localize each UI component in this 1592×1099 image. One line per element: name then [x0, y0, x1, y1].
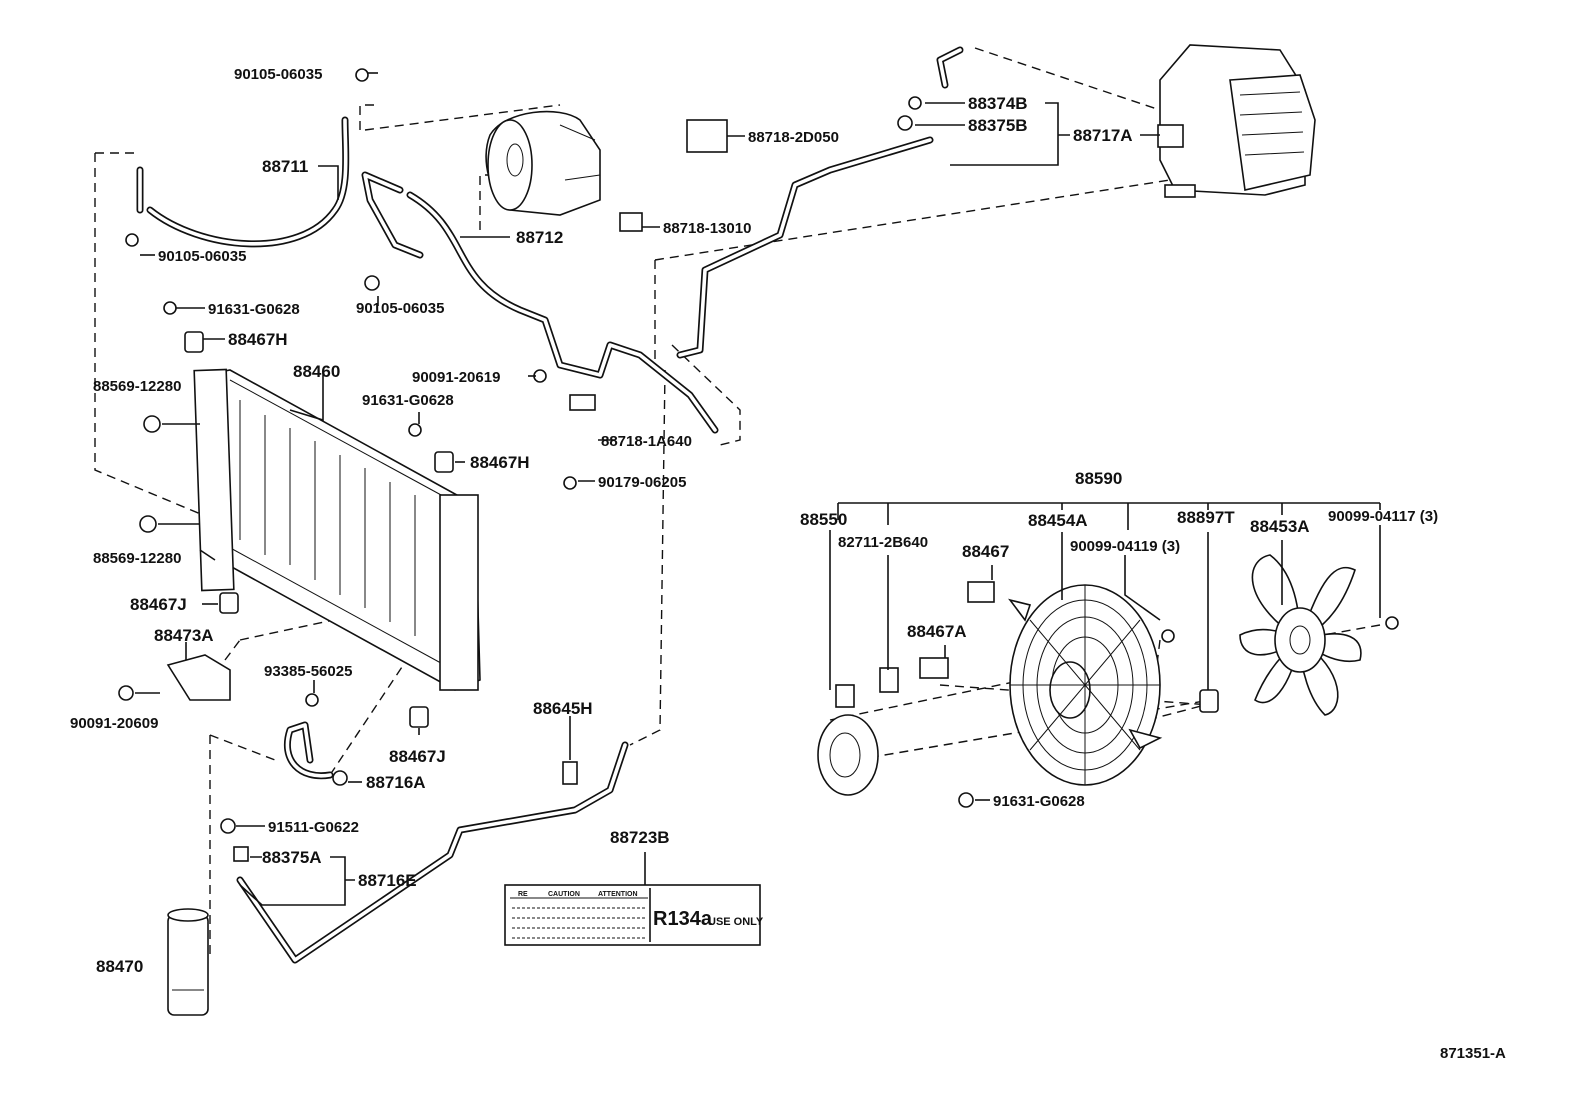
- evaporator-unit: [1157, 44, 1316, 198]
- label-90105-06035-mid: 90105-06035: [356, 300, 444, 317]
- label-88467a: 88467A: [907, 622, 967, 641]
- label-88711: 88711: [262, 157, 308, 176]
- label-88454a: 88454A: [1028, 511, 1088, 530]
- label-88374b: 88374B: [968, 94, 1028, 113]
- label-93385-56025: 93385-56025: [264, 663, 352, 680]
- label-90099-04119: 90099-04119 (3): [1070, 538, 1180, 555]
- fan-motor-88550: [817, 684, 879, 796]
- leader-lines: [135, 72, 1381, 906]
- label-88716a: 88716A: [366, 773, 426, 792]
- plate-header-caution: CAUTION: [548, 891, 580, 898]
- label-88718-2d050: 88718-2D050: [748, 129, 839, 146]
- label-90091-20609: 90091-20609: [70, 715, 158, 732]
- label-88467h-a: 88467H: [228, 330, 288, 349]
- label-88717a: 88717A: [1073, 126, 1133, 145]
- label-88375a: 88375A: [262, 848, 322, 867]
- label-88467j-b: 88467J: [389, 747, 446, 766]
- label-88569-12280-a: 88569-12280: [93, 378, 181, 395]
- label-88645h: 88645H: [533, 699, 593, 718]
- label-91631-g0628-c: 91631-G0628: [993, 793, 1085, 810]
- label-88550: 88550: [800, 510, 847, 529]
- label-88460: 88460: [293, 362, 340, 381]
- plate-header-attention: ATTENTION: [598, 891, 638, 898]
- label-88712: 88712: [516, 228, 563, 247]
- refrigerant-pipes: [136, 46, 964, 964]
- label-88590: 88590: [1075, 469, 1122, 488]
- label-90105-06035-left: 90105-06035: [158, 248, 246, 265]
- label-88467: 88467: [962, 542, 1009, 561]
- small-hardware: [118, 68, 1399, 862]
- plate-header-re: RE: [518, 891, 528, 898]
- label-88375b: 88375B: [968, 116, 1028, 135]
- label-88470: 88470: [96, 957, 143, 976]
- label-88453a: 88453A: [1250, 517, 1310, 536]
- label-88718-1a640: 88718-1A640: [601, 433, 692, 450]
- label-88723b: 88723B: [610, 828, 670, 847]
- label-91631-g0628-b: 91631-G0628: [362, 392, 454, 409]
- label-90099-04117: 90099-04117 (3): [1328, 508, 1438, 525]
- part-labels: 90105-06035 88711 90105-06035 88712 9010…: [70, 66, 1506, 1062]
- fan-shroud-88454a: [1008, 584, 1163, 786]
- label-88467j-a: 88467J: [130, 595, 187, 614]
- label-88473a: 88473A: [154, 626, 214, 645]
- diagram-id: 871351-A: [1440, 1045, 1506, 1062]
- label-90091-20619: 90091-20619: [412, 369, 500, 386]
- compressor: [485, 110, 601, 216]
- label-90179-06205: 90179-06205: [598, 474, 686, 491]
- label-88718-13010: 88718-13010: [663, 220, 751, 237]
- condenser-88460: [193, 368, 481, 691]
- label-88897t: 88897T: [1177, 508, 1235, 527]
- fan-88453a: [1239, 554, 1362, 716]
- label-82711-2b640: 82711-2B640: [838, 534, 928, 551]
- caution-plate-88723b: RE CAUTION ATTENTION R134a USE ONLY: [504, 884, 764, 946]
- label-91631-g0628-a: 91631-G0628: [208, 301, 300, 318]
- label-88569-12280-b: 88569-12280: [93, 550, 181, 567]
- plate-use-only-text: USE ONLY: [708, 916, 764, 928]
- label-88716e: 88716E: [358, 871, 417, 890]
- label-90105-06035-top: 90105-06035: [234, 66, 322, 83]
- label-88467h-b: 88467H: [470, 453, 530, 472]
- label-91511-g0622: 91511-G0622: [268, 819, 359, 836]
- plate-refrigerant-text: R134a: [653, 908, 713, 930]
- receiver-88470: [167, 908, 209, 1016]
